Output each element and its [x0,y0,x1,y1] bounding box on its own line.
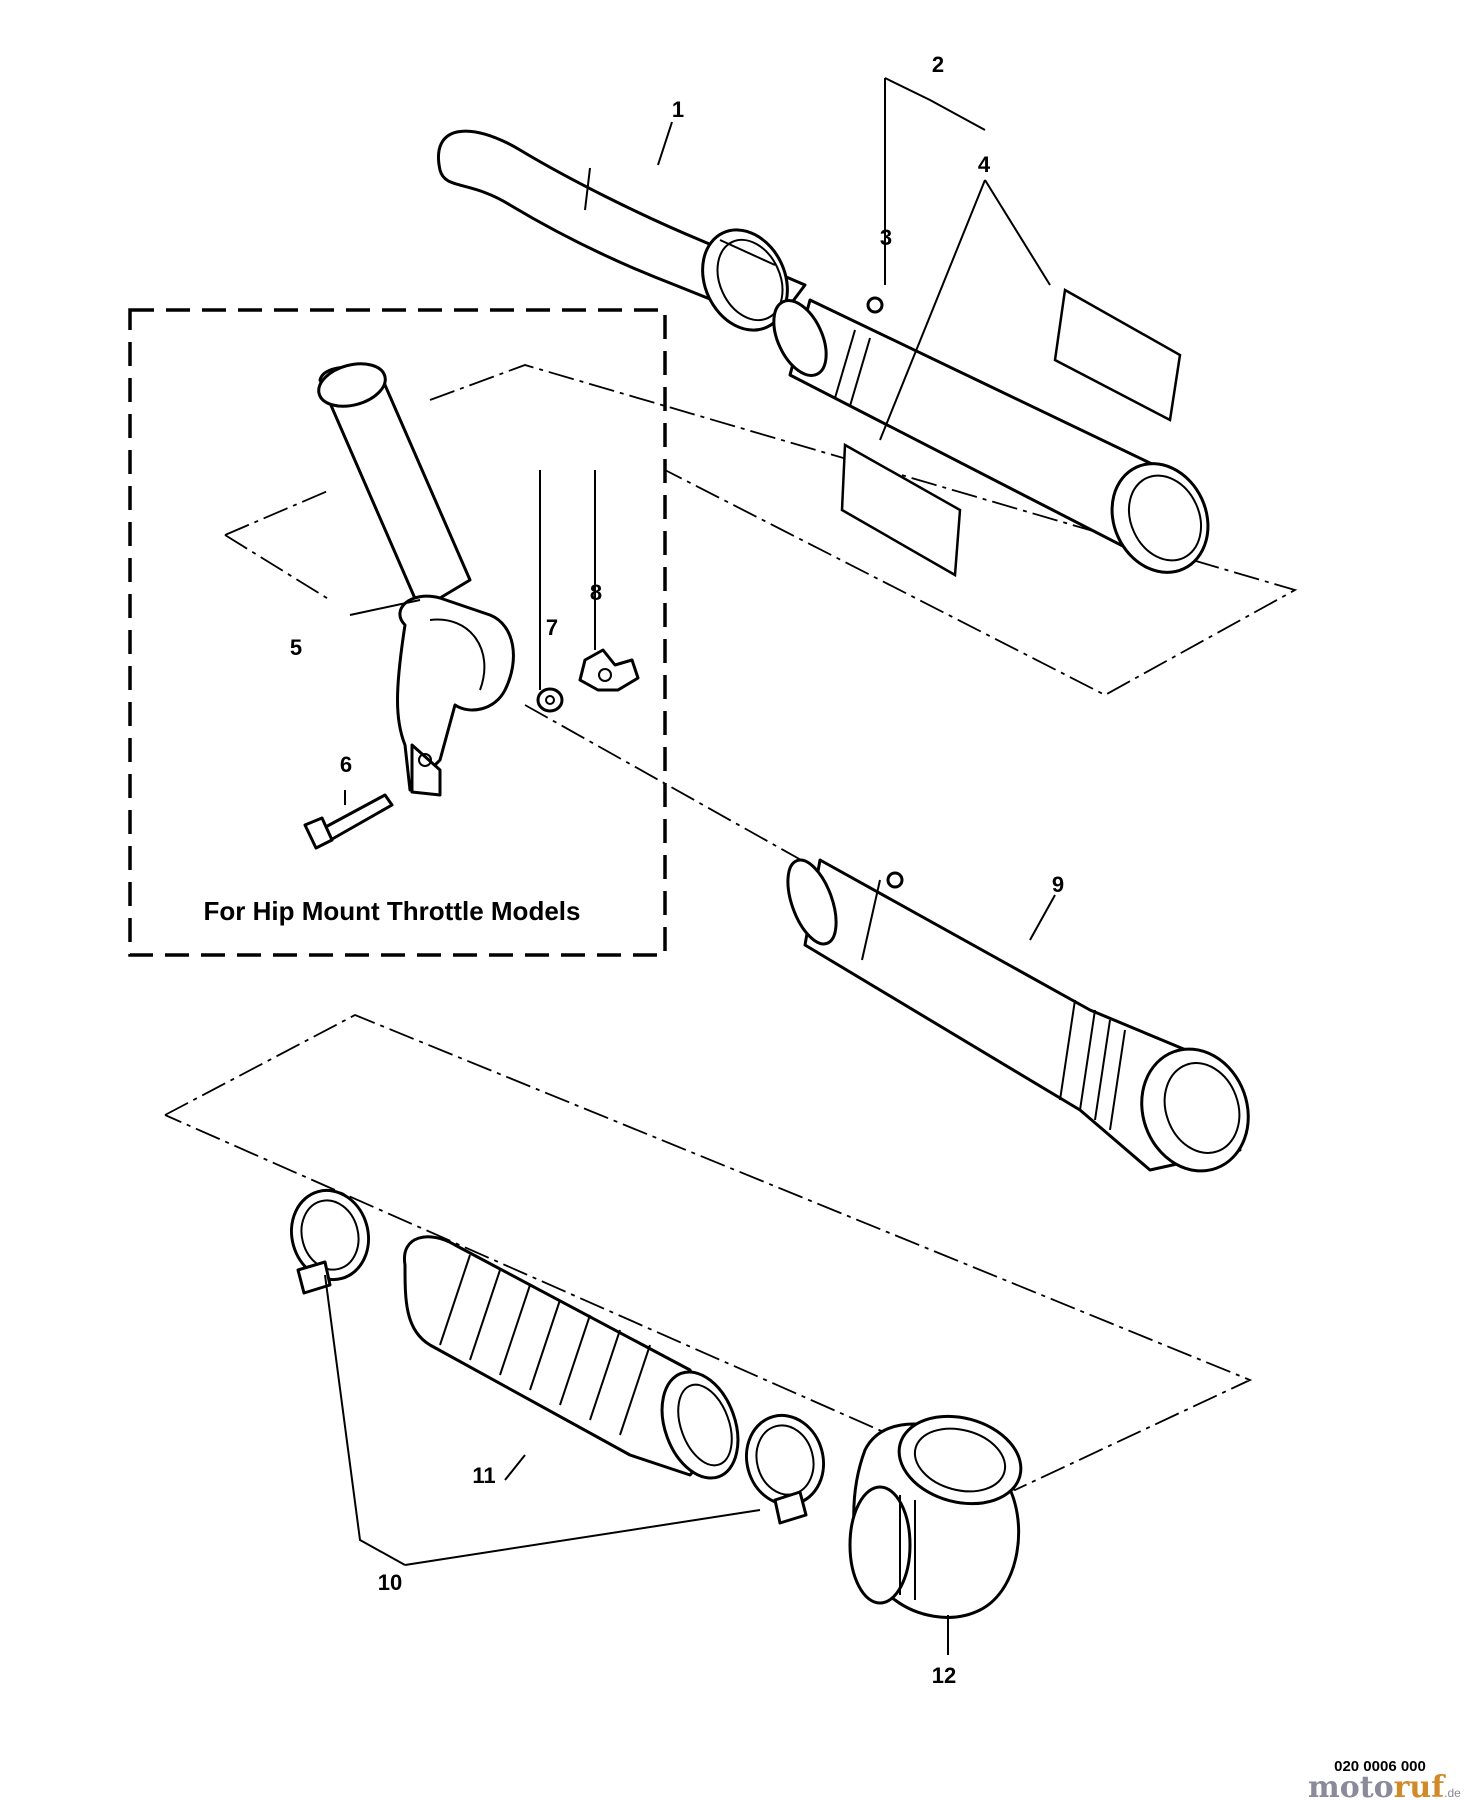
part-6-bolt [303,793,394,850]
callout-12: 12 [932,1663,956,1688]
callout-6: 6 [340,752,352,777]
part-10-hose-clamp-b [744,1413,826,1525]
part-4-decal-a [1053,288,1182,422]
part-4-decal-b [840,442,962,578]
callout-10: 10 [378,1570,402,1595]
callout-2: 2 [932,52,944,77]
callout-5: 5 [290,635,302,660]
part-1-upper-pipe [437,129,807,332]
callouts: 1 2 3 4 5 6 7 8 9 10 11 12 [290,52,1064,1688]
part-10-hose-clamp-a [289,1188,371,1295]
callout-3: 3 [880,225,892,250]
watermark-de: .de [1444,1786,1461,1800]
part-7-washer [536,687,564,713]
inset-caption: For Hip Mount Throttle Models [204,896,581,926]
svg-text:motoruf.de: motoruf.de [1308,1770,1461,1800]
callout-11: 11 [472,1463,495,1488]
part-5-throttle-holder [317,362,515,797]
callout-9: 9 [1052,872,1064,897]
leader-lines [324,77,1056,1655]
callout-8: 8 [590,580,602,605]
part-9-lower-pipe [786,858,1250,1173]
figure-code: 020 0006 000 [1334,1758,1426,1775]
phantom-lines [164,364,1298,1491]
part-11-flex-hose [403,1235,740,1480]
watermark-logo: motoruf.de [1308,1770,1461,1800]
callout-7: 7 [546,615,558,640]
part-3-extension-pipe [772,296,1210,574]
inset-box [128,308,667,957]
callout-4: 4 [978,152,991,177]
watermark-ruf: ruf [1394,1770,1447,1800]
callout-1: 1 [672,97,684,122]
part-12-elbow [848,1414,1023,1619]
part-8-wing-nut [578,648,640,692]
watermark-moto: moto [1308,1770,1394,1800]
